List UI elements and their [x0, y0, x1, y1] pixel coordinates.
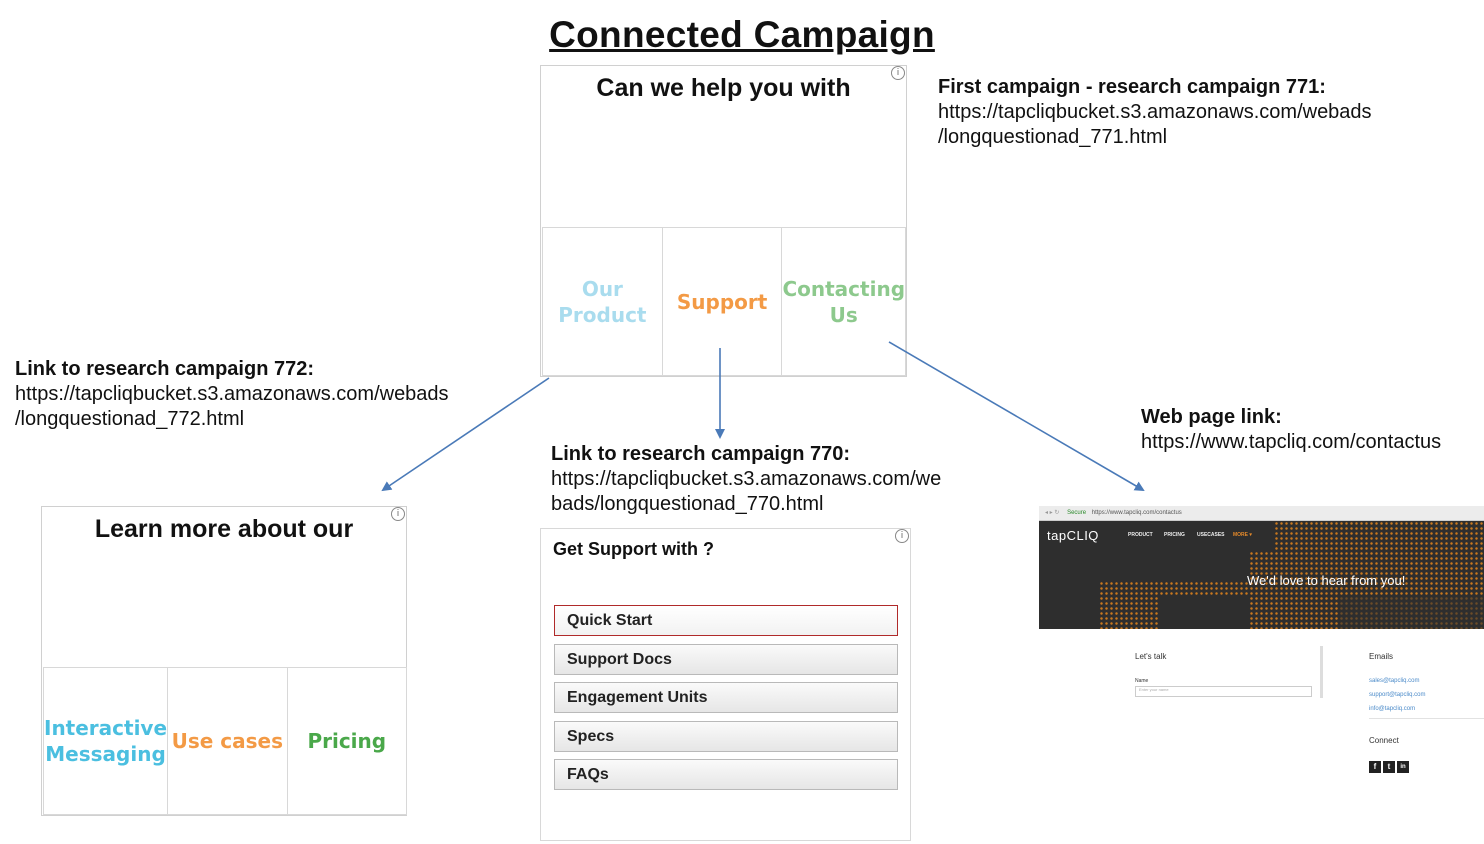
engagement-units-button[interactable]: Engagement Units	[554, 682, 898, 713]
option-pricing-label: Pricing	[307, 729, 387, 753]
connect-heading: Connect	[1369, 736, 1399, 745]
address-text: https://www.tapcliq.com/contactus	[1091, 510, 1182, 516]
nav-more[interactable]: MORE ▾	[1233, 532, 1252, 538]
support-docs-button[interactable]: Support Docs	[554, 644, 898, 675]
lets-talk-heading: Let's talk	[1135, 652, 1167, 661]
campaign-770-url-line2[interactable]: bads/longquestionad_770.html	[551, 493, 824, 515]
browser-address-bar[interactable]: ◂ ▸ ↻ Secure https://www.tapcliq.com/con…	[1039, 506, 1484, 521]
campaign-772-label: Link to research campaign 772:	[15, 358, 315, 380]
option-contacting-us-line1: Contacting	[782, 276, 906, 301]
option-contacting-us-line2: Us	[829, 302, 858, 327]
tapcliq-logo[interactable]: tapCLIQ	[1047, 528, 1099, 543]
first-campaign-url-line1[interactable]: https://tapcliqbucket.s3.amazonaws.com/w…	[938, 101, 1372, 123]
campaign-772-url-line1[interactable]: https://tapcliqbucket.s3.amazonaws.com/w…	[15, 383, 449, 405]
form-scrollbar[interactable]	[1320, 646, 1323, 698]
twitter-icon[interactable]: t	[1383, 761, 1395, 773]
info-icon[interactable]: i	[891, 66, 905, 80]
webpage-note: Web page link: https://www.tapcliq.com/c…	[1141, 405, 1441, 455]
nav-product[interactable]: PRODUCT	[1128, 532, 1153, 538]
name-label: Name	[1135, 678, 1149, 684]
arrow-to-web-page	[888, 341, 1145, 492]
specs-button[interactable]: Specs	[554, 721, 898, 752]
email-info-link[interactable]: info@tapcliq.com	[1369, 706, 1416, 712]
ad-770-question: Get Support with ?	[553, 539, 714, 559]
arrow-to-campaign-772	[381, 377, 550, 492]
first-campaign-url-line2[interactable]: /longquestionad_771.html	[938, 126, 1168, 148]
campaign-772-url-line2[interactable]: /longquestionad_772.html	[15, 408, 245, 430]
name-input[interactable]: Enter your name	[1135, 686, 1312, 697]
option-support-label: Support	[676, 289, 768, 314]
hero-banner: tapCLIQ PRODUCT PRICING USECASES MORE ▾ …	[1039, 521, 1484, 629]
campaign-770-label: Link to research campaign 770:	[551, 443, 851, 465]
emails-heading: Emails	[1369, 652, 1394, 661]
option-use-cases-label: Use cases	[171, 729, 283, 753]
quick-start-button[interactable]: Quick Start	[554, 605, 898, 636]
campaign-770-note: Link to research campaign 770: https://t…	[551, 442, 941, 517]
webpage-label: Web page link:	[1141, 406, 1282, 428]
linkedin-icon[interactable]: in	[1397, 761, 1409, 773]
option-our-product-line2: Product	[558, 302, 647, 327]
option-pricing[interactable]: Pricing	[286, 667, 408, 815]
option-interactive-messaging-line1: Interactive	[44, 716, 168, 740]
nav-usecases[interactable]: USECASES	[1197, 532, 1225, 538]
secure-label: Secure	[1067, 510, 1087, 516]
ad-771-question: Can we help you with	[596, 74, 851, 102]
option-our-product-line1: Our	[581, 276, 623, 301]
faqs-button[interactable]: FAQs	[554, 759, 898, 790]
email-support-link[interactable]: support@tapcliq.com	[1369, 692, 1426, 698]
webpage-url[interactable]: https://www.tapcliq.com/contactus	[1141, 431, 1442, 453]
nav-pricing[interactable]: PRICING	[1164, 532, 1185, 538]
browser-nav-icons[interactable]: ◂ ▸ ↻	[1045, 510, 1060, 516]
info-icon[interactable]: i	[391, 507, 405, 521]
campaign-770-url-line1[interactable]: https://tapcliqbucket.s3.amazonaws.com/w…	[551, 468, 942, 490]
ad-772-question: Learn more about our	[94, 515, 354, 543]
hero-heading: We'd love to hear from you!	[1247, 573, 1406, 588]
info-icon[interactable]: i	[895, 529, 909, 543]
option-interactive-messaging-line2: Messaging	[45, 742, 166, 766]
first-campaign-label: First campaign - research campaign 771:	[938, 76, 1326, 98]
facebook-icon[interactable]: f	[1369, 761, 1381, 773]
divider	[1369, 718, 1484, 719]
campaign-772-note: Link to research campaign 772: https://t…	[15, 357, 449, 432]
first-campaign-note: First campaign - research campaign 771: …	[938, 75, 1372, 150]
ad-770: Get Support with ? i Quick Start Support…	[540, 528, 911, 841]
email-sales-link[interactable]: sales@tapcliq.com	[1369, 678, 1420, 684]
page-title: Connected Campaign	[549, 14, 935, 55]
webpage-screenshot: ◂ ▸ ↻ Secure https://www.tapcliq.com/con…	[1039, 506, 1484, 796]
